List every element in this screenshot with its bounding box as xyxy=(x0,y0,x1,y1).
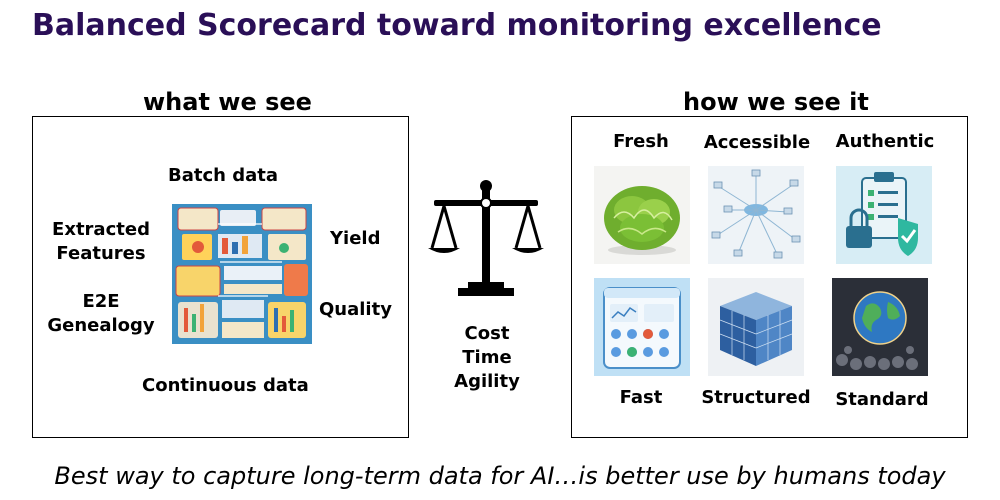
balance-scale-icon xyxy=(428,178,546,300)
extracted-label-line1: Extracted xyxy=(52,219,150,240)
agility-label: Agility xyxy=(454,371,520,392)
structured-label: Structured xyxy=(701,387,811,408)
cost-label: Cost xyxy=(464,323,510,344)
dashboard-app-image xyxy=(594,278,690,376)
extracted-label-line2: Features xyxy=(56,243,146,264)
globe-audience-image xyxy=(832,278,928,376)
fast-label: Fast xyxy=(619,387,663,408)
yield-label: Yield xyxy=(330,228,381,249)
footer-tagline: Best way to capture long-term data for A… xyxy=(54,462,946,490)
network-image xyxy=(708,166,804,264)
quality-label: Quality xyxy=(319,299,392,320)
fresh-label: Fresh xyxy=(613,131,669,152)
balance-factors: Cost Time Agility xyxy=(428,322,546,394)
page-title: Balanced Scorecard toward monitoring exc… xyxy=(32,8,882,43)
standard-label: Standard xyxy=(835,389,929,410)
process-infographic xyxy=(172,204,312,344)
e2e-genealogy-label: E2E Genealogy xyxy=(40,290,162,338)
lettuce-image xyxy=(594,166,690,264)
batch-data-label: Batch data xyxy=(168,165,279,186)
time-label: Time xyxy=(462,347,512,368)
secure-checklist-image xyxy=(836,166,932,264)
continuous-data-label: Continuous data xyxy=(142,375,309,396)
right-panel-heading: how we see it xyxy=(683,88,869,116)
left-panel-heading: what we see xyxy=(143,88,312,116)
e2e-label-line2: Genealogy xyxy=(47,315,155,336)
e2e-label-line1: E2E xyxy=(82,291,120,312)
extracted-features-label: Extracted Features xyxy=(48,218,154,266)
data-cube-image xyxy=(708,278,804,376)
authentic-label: Authentic xyxy=(835,131,935,152)
accessible-label: Accessible xyxy=(703,132,811,153)
